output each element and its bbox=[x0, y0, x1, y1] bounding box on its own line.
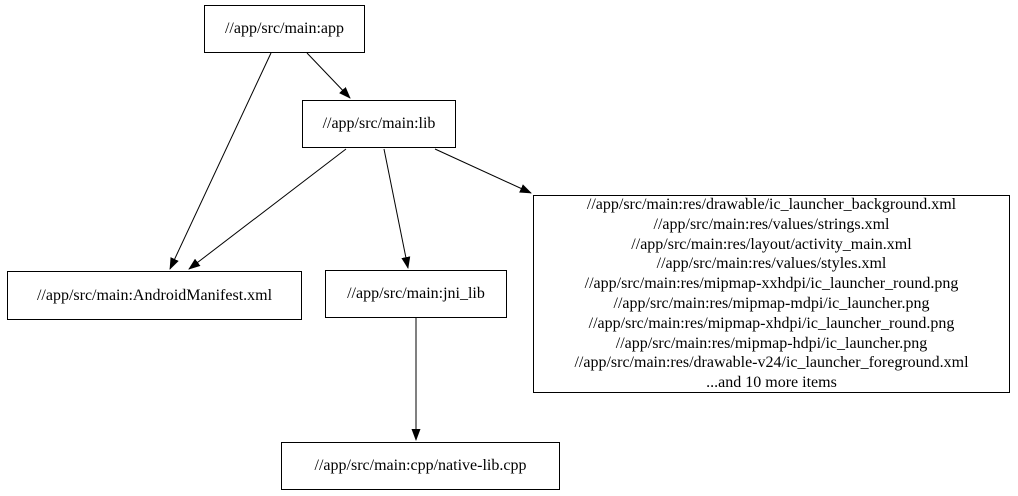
edge-lib-to-resources bbox=[434, 148, 532, 194]
edge-app-to-lib bbox=[306, 52, 351, 99]
node-label-line: //app/src/main:res/mipmap-xxhdpi/ic_laun… bbox=[584, 275, 959, 293]
node-label-line: //app/src/main:res/drawable/ic_launcher_… bbox=[586, 196, 957, 214]
node-label-line: //app/src/main:res/drawable-v24/ic_launc… bbox=[574, 354, 969, 372]
node-label-line: //app/src/main:lib bbox=[322, 115, 436, 133]
graph-node-native-lib-cpp: //app/src/main:cpp/native-lib.cpp bbox=[281, 442, 560, 490]
graph-node-app: //app/src/main:app bbox=[204, 5, 365, 53]
edge-lib-to-jni-lib bbox=[383, 148, 411, 269]
node-label-line: //app/src/main:app bbox=[224, 20, 345, 38]
graph-node-resources: //app/src/main:res/drawable/ic_launcher_… bbox=[533, 195, 1010, 393]
node-label-line: //app/src/main:res/mipmap-xhdpi/ic_launc… bbox=[588, 314, 955, 332]
node-label-line: ...and 10 more items bbox=[706, 374, 837, 392]
node-label-line: //app/src/main:res/values/strings.xml bbox=[653, 215, 890, 233]
node-label-line: //app/src/main:cpp/native-lib.cpp bbox=[314, 457, 527, 475]
graph-node-android-manifest: //app/src/main:AndroidManifest.xml bbox=[7, 271, 302, 320]
graph-node-jni-lib: //app/src/main:jni_lib bbox=[325, 270, 507, 318]
node-label-line: //app/src/main:res/mipmap-hdpi/ic_launch… bbox=[615, 334, 928, 352]
node-label-line: //app/src/main:AndroidManifest.xml bbox=[36, 286, 273, 304]
edge-lib-to-android-manifest bbox=[188, 148, 347, 270]
node-label-line: //app/src/main:jni_lib bbox=[347, 285, 485, 303]
edge-app-to-android-manifest bbox=[169, 52, 272, 270]
node-label-line: //app/src/main:res/layout/activity_main.… bbox=[631, 235, 912, 253]
node-label-line: //app/src/main:res/mipmap-mdpi/ic_launch… bbox=[613, 295, 930, 312]
graph-node-lib: //app/src/main:lib bbox=[302, 100, 456, 148]
node-label-line: //app/src/main:res/values/styles.xml bbox=[656, 255, 887, 273]
